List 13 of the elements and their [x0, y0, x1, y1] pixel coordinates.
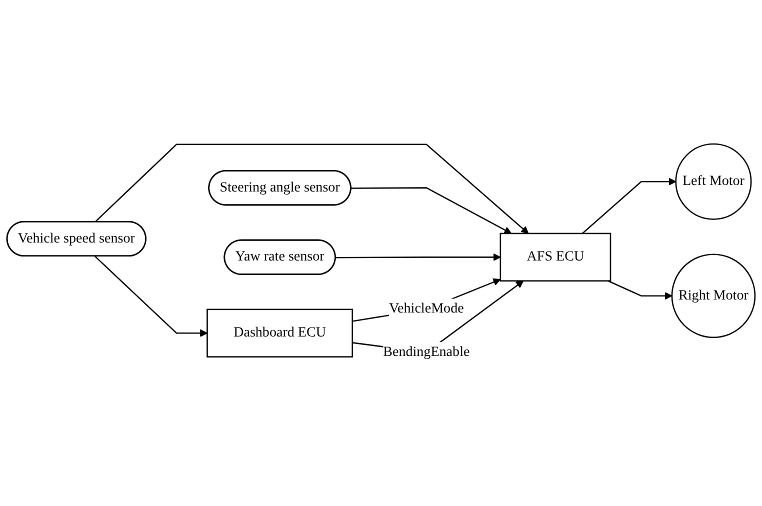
edge-label: BendingEnable	[383, 344, 470, 359]
edge-label: VehicleMode	[388, 300, 464, 316]
arrow	[582, 177, 676, 234]
arrow	[608, 280, 672, 300]
arrow	[94, 255, 208, 336]
arrow	[94, 143, 529, 234]
node-box: AFS ECU	[500, 232, 612, 282]
node-circle: Right Motor	[671, 253, 756, 338]
node-box: Dashboard ECU	[206, 308, 354, 357]
arrow	[351, 186, 512, 234]
arrow	[352, 278, 501, 322]
node-circle: Left Motor	[675, 142, 752, 220]
arrow	[336, 252, 501, 261]
